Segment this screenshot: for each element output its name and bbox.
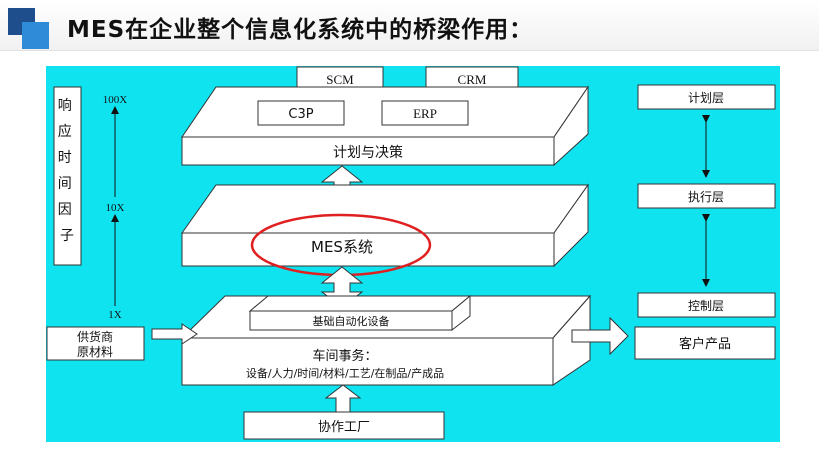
partner-label: 协作工厂 [318, 420, 370, 435]
shop-slab-front [181, 337, 554, 386]
title-bar: MES在企业整个信息化系统中的桥梁作用： [0, 0, 819, 51]
supplier-box [46, 326, 145, 361]
output-arrow [571, 316, 629, 356]
planning-level-box [637, 84, 776, 110]
automation-box-top [248, 295, 472, 312]
response-factor-char: 因 [58, 202, 72, 218]
planning-level-label: 计划层 [688, 91, 724, 105]
response-factor-label: 响 应 时 间 因 子 [58, 98, 76, 244]
partner-arrow [324, 384, 362, 413]
automation-box-front [249, 310, 453, 331]
customer-product-label: 客户产品 [679, 336, 731, 352]
erp-label: ERP [413, 106, 437, 121]
response-factor-char: 应 [58, 123, 72, 140]
control-level-label: 控制层 [688, 299, 724, 313]
shop-detail-label: 设备/人力/时间/材料/工艺/在制品/产成品 [246, 366, 444, 380]
planning-slab-front [181, 136, 555, 166]
automation-label: 基础自动化设备 [313, 314, 390, 328]
shop-title-label: 车间事务： [312, 348, 377, 364]
execution-level-label: 执行层 [688, 190, 724, 204]
c3p-box [257, 100, 345, 126]
planning-label: 计划与决策 [333, 144, 403, 161]
response-factor-char: 子 [60, 228, 74, 244]
erp-box [381, 100, 469, 126]
title-decor-light-square [22, 22, 49, 49]
response-factor-char: 响 [58, 98, 72, 114]
supplier-line2: 原材料 [77, 345, 113, 359]
control-level-box [637, 292, 776, 318]
supplier-line1: 供货商 [77, 329, 113, 344]
partner-box [243, 411, 445, 440]
scale-label-10x: 10X [106, 202, 125, 214]
response-factor-box [53, 86, 82, 266]
mes-slab-front [181, 232, 555, 267]
supplier-arrow [151, 323, 198, 345]
mes-slab-top [181, 184, 589, 234]
scm-label: SCM [326, 72, 354, 87]
scale-label-100x: 100X [103, 94, 128, 106]
c3p-label: C3P [288, 107, 313, 122]
page-title: MES在企业整个信息化系统中的桥梁作用： [67, 17, 534, 43]
execution-level-box [637, 183, 776, 209]
response-factor-char: 间 [58, 176, 72, 192]
scale-label-1x: 1X [108, 309, 122, 321]
crm-label: CRM [458, 72, 487, 87]
response-factor-char: 时 [58, 150, 72, 166]
mes-label: MES系统 [311, 238, 373, 256]
customer-product-box [634, 326, 776, 360]
